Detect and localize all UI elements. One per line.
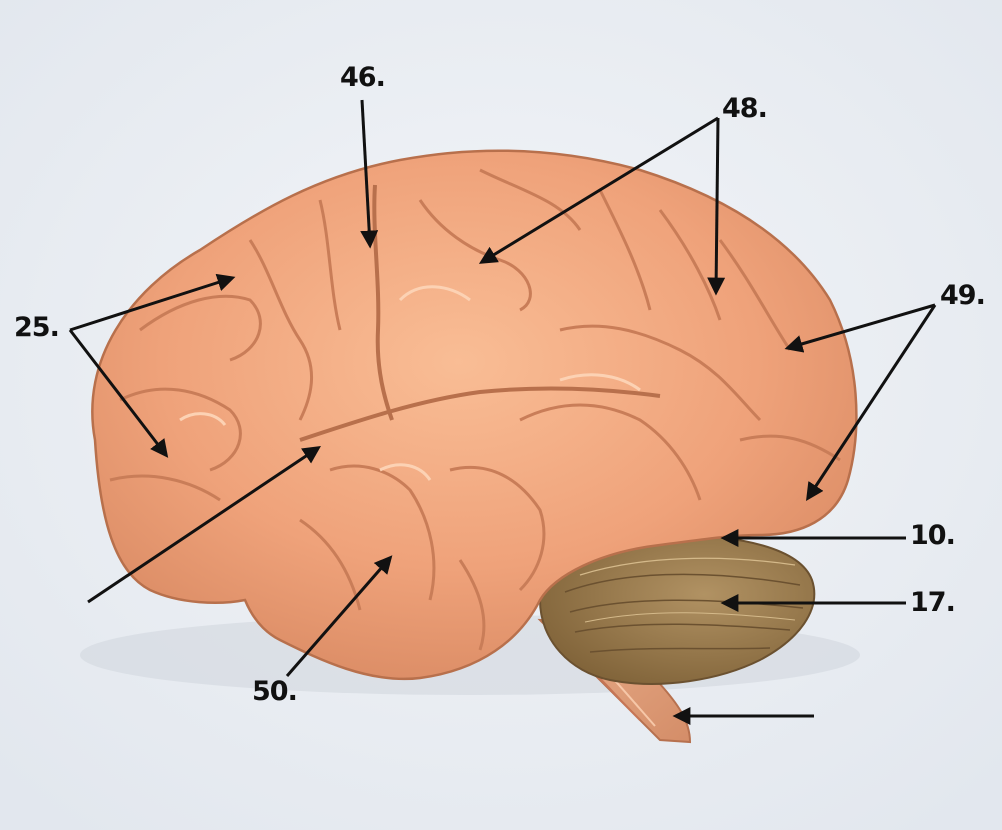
arrow-25-a (69, 273, 236, 332)
label-50: 50. (252, 676, 298, 707)
label-46: 46. (340, 62, 386, 93)
label-48: 48. (722, 93, 768, 124)
arrow-unlabeled-left (87, 445, 321, 604)
label-25: 25. (14, 312, 60, 343)
arrow-46 (360, 99, 379, 249)
cerebrum (91, 149, 858, 681)
pointer-arrows (68, 99, 937, 725)
label-17: 17. (910, 587, 956, 618)
arrow-49-a (784, 303, 936, 353)
arrow-49-b (806, 304, 937, 502)
label-49: 49. (940, 280, 986, 311)
cerebellum (538, 533, 816, 685)
arrow-48-a (478, 116, 719, 264)
label-10: 10. (910, 520, 956, 551)
arrow-50 (285, 555, 393, 677)
arrow-48-b (707, 117, 726, 296)
arrow-25-b (68, 329, 169, 458)
